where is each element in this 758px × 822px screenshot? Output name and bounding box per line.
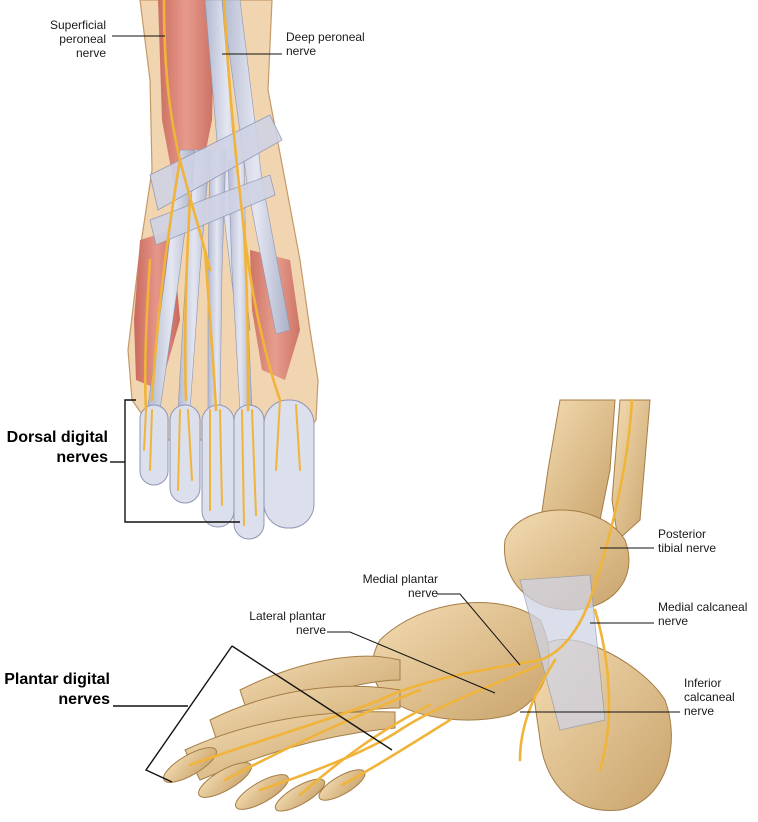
label-lateral-plantar-nerve: Lateral plantar nerve (249, 609, 326, 637)
label-deep-peroneal-nerve: Deep peroneal nerve (286, 30, 365, 58)
plantar-nerves (188, 398, 634, 797)
toe-1 (263, 399, 315, 529)
bracket-dorsal-digital (124, 399, 240, 523)
inferior-calcaneal-branch (518, 658, 557, 762)
label-posterior-tibial-nerve: Posterior tibial nerve (658, 527, 717, 555)
label-inferior-calcaneal-nerve: Inferior calcaneal nerve (684, 676, 735, 718)
toe-3 (201, 404, 235, 528)
inferior-extensor-retinaculum (149, 174, 276, 246)
label-dorsal-digital-nerves: Dorsal digital nerves (6, 429, 108, 466)
posterior-tibial-nerve-trunk (538, 398, 634, 662)
tibia-bone (539, 399, 616, 526)
fibula-bone (611, 399, 651, 541)
medial-calcaneal-branch (593, 608, 611, 772)
toe-2 (233, 404, 265, 540)
metatarsals (184, 655, 401, 781)
medial-foot (163, 398, 672, 812)
superior-extensor-retinaculum (149, 114, 283, 211)
bracket-plantar-digital (144, 645, 393, 783)
tibialis-anterior-muscle (158, 0, 215, 190)
leader-lateral-plantar (327, 631, 496, 694)
dorsal-digital-branches (143, 399, 301, 526)
toe-5 (139, 404, 169, 486)
label-medial-plantar-nerve: Medial plantar nerve (362, 572, 438, 600)
lateral-plantar-branch (258, 663, 542, 792)
leader-medial-plantar (437, 593, 521, 666)
label-medial-calcaneal-nerve: Medial calcaneal nerve (658, 600, 748, 628)
dorsal-nerves (143, 0, 282, 412)
toe-4 (169, 404, 201, 504)
medial-plantar-branch (188, 658, 542, 767)
leader-lines (110, 35, 680, 783)
dorsal-foot (127, 0, 319, 540)
dorsal-toes (139, 399, 315, 540)
label-plantar-digital-nerves: Plantar digital nerves (4, 671, 110, 708)
label-superficial-peroneal-nerve: Superficial peroneal nerve (49, 18, 106, 60)
